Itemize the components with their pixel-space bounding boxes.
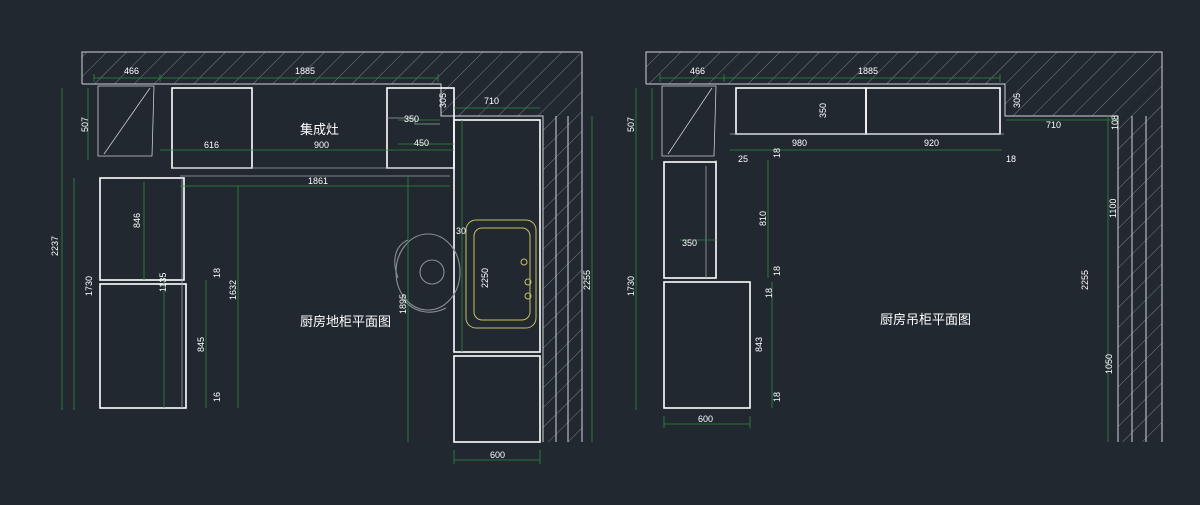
rdim-466: 466 — [690, 66, 705, 76]
dim-2250: 2250 — [480, 268, 490, 288]
left-walls — [81, 51, 583, 442]
right-walls — [645, 51, 1163, 442]
dim-450: 450 — [414, 138, 429, 148]
left-dimension-lines — [61, 74, 593, 464]
left-cabinet-bottom — [453, 355, 541, 443]
dim-600: 600 — [490, 450, 505, 460]
rdim-980: 980 — [792, 138, 807, 148]
rdim-600: 600 — [698, 414, 713, 424]
rdim-2255: 2255 — [1080, 270, 1090, 290]
left-cabinet-sink — [453, 119, 541, 353]
right-cabinet-350 — [663, 161, 717, 279]
dim-1632: 1632 — [228, 280, 238, 300]
right-dimension-lines — [635, 74, 1118, 442]
dim-1135: 1135 — [158, 273, 168, 292]
rdim-843: 843 — [754, 337, 764, 352]
sink — [465, 219, 537, 329]
rdim-1885: 1885 — [858, 66, 878, 76]
rdim-507: 507 — [626, 117, 636, 132]
rdim-1730: 1730 — [626, 276, 636, 296]
dim-2255: 2255 — [582, 270, 592, 290]
dim-466: 466 — [124, 66, 139, 76]
person-figure-icon — [394, 233, 461, 313]
rdim-1050: 1050 — [1104, 354, 1114, 374]
right-cabinet-843 — [663, 281, 751, 409]
rdim-18-c: 18 — [772, 266, 782, 276]
left-corner-filler — [97, 85, 155, 157]
right-plan-title: 厨房吊柜平面图 — [880, 312, 971, 328]
rdim-710: 710 — [1046, 120, 1061, 130]
dim-16: 16 — [212, 392, 222, 402]
dim-18: 18 — [212, 268, 222, 278]
rdim-25: 25 — [738, 154, 748, 164]
dim-1895: 1895 — [398, 294, 408, 314]
left-plan-title: 厨房地柜平面图 — [300, 314, 391, 330]
rdim-350-top: 350 — [818, 103, 828, 118]
dim-900: 900 — [314, 140, 329, 150]
dim-2237: 2237 — [50, 236, 60, 256]
dim-710: 710 — [484, 96, 499, 106]
dim-845: 845 — [196, 337, 206, 352]
left-cabinet-616 — [171, 87, 253, 169]
rdim-18-b: 18 — [1006, 154, 1016, 164]
dim-846: 846 — [132, 213, 142, 228]
dim-30: 30 — [456, 226, 466, 236]
rdim-1100: 1100 — [1108, 199, 1118, 218]
rdim-305: 305 — [1012, 93, 1022, 108]
dim-616: 616 — [204, 140, 219, 150]
rdim-810: 810 — [758, 211, 768, 226]
dim-1885: 1885 — [295, 66, 315, 76]
rdim-18-d: 18 — [764, 288, 774, 298]
rdim-18-a: 18 — [772, 148, 782, 158]
stove-label: 集成灶 — [300, 122, 339, 138]
rdim-920: 920 — [924, 138, 939, 148]
left-cabinet-845 — [99, 283, 187, 409]
right-plan: 466 1885 507 350 305 980 920 25 18 18 71… — [626, 51, 1163, 442]
left-plan: 466 1885 710 507 350 305 616 900 450 186… — [50, 51, 593, 464]
rdim-108: 108 — [1110, 115, 1120, 130]
dim-1861: 1861 — [308, 176, 328, 186]
rdim-18-e: 18 — [772, 392, 782, 402]
dim-305: 305 — [438, 93, 448, 108]
rdim-350-cab: 350 — [682, 238, 697, 248]
dim-350: 350 — [404, 114, 419, 124]
right-cabinet-980 — [735, 87, 867, 135]
dim-507: 507 — [80, 117, 90, 132]
right-cabinet-920 — [865, 87, 1001, 135]
left-cabinet-846 — [99, 177, 185, 281]
dim-1730: 1730 — [84, 276, 94, 296]
